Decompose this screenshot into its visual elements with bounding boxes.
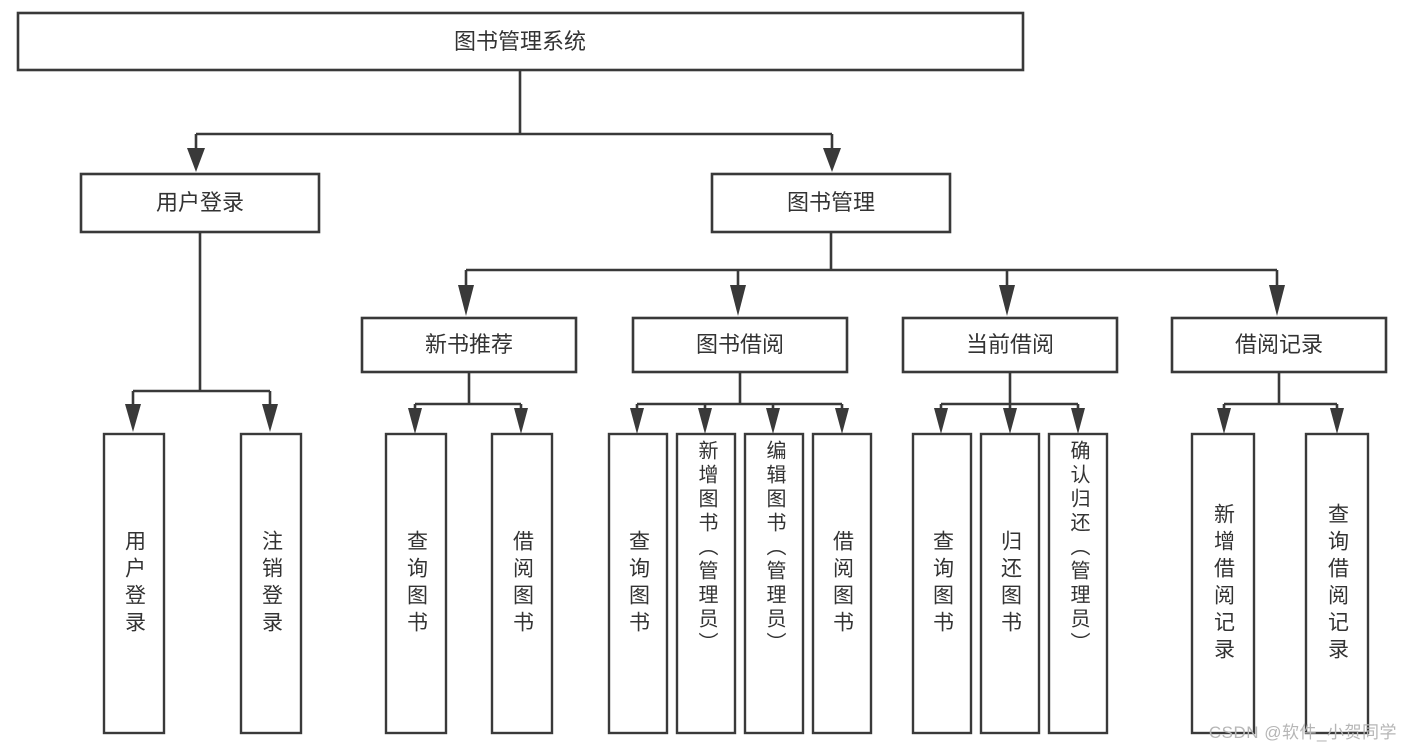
arrow-head-icon [458,285,474,316]
arrow-head-icon [514,408,528,434]
node-user-login[interactable]: 用户登录 [79,172,321,234]
node-borrow-record-label: 借阅记录 [1235,332,1323,357]
arrow-head-icon [1330,408,1344,434]
edge-book-management-to-level3 [458,232,1285,316]
node-book-management-label: 图书管理 [787,190,875,215]
edge-borrow-record-to-leaves [1217,372,1344,434]
node-current-borrow-box[interactable] [901,316,1119,374]
node-root-label: 图书管理系统 [454,29,586,54]
node-new-book-recommend-label: 新书推荐 [425,332,513,357]
arrow-head-icon [1217,408,1231,434]
leaf-box-borrow-book-2[interactable] [811,432,873,735]
arrow-head-icon [1003,408,1017,434]
leaf-box-confirm-return[interactable] [1047,432,1109,735]
edge-book-borrow-to-leaves [630,372,849,434]
node-borrow-record[interactable]: 借阅记录 [1170,316,1388,374]
leaf-box-return-book[interactable] [979,432,1041,735]
arrow-head-icon [766,408,780,434]
leaf-box-user-logout[interactable] [239,432,303,735]
edge-root-to-level2 [187,70,841,172]
arrow-head-icon [823,148,841,172]
node-new-book-recommend-box[interactable] [360,316,578,374]
leaf-box-add-record[interactable] [1190,432,1256,735]
leaf-box-user-login[interactable] [102,432,166,735]
edge-new-book-recommend-to-leaves [408,372,528,434]
arrow-head-icon [125,404,141,432]
node-user-login-label: 用户登录 [156,190,244,215]
node-root-box[interactable] [16,11,1025,72]
edge-current-borrow-to-leaves [934,372,1085,434]
leaf-box-edit-book[interactable] [743,432,805,735]
watermark-text: CSDN @软件_小贺同学 [1208,723,1397,742]
leaf-box-query-book-3[interactable] [911,432,973,735]
leaf-box-borrow-book-1[interactable] [490,432,554,735]
arrow-head-icon [408,408,422,434]
arrow-head-icon [999,285,1015,316]
leaf-box-query-book-2[interactable] [607,432,669,735]
node-current-borrow[interactable]: 当前借阅 [901,316,1119,374]
node-book-borrow[interactable]: 图书借阅 [631,316,849,374]
arrow-head-icon [698,408,712,434]
node-root[interactable]: 图书管理系统 [16,11,1025,72]
arrow-head-icon [262,404,278,432]
leaf-box-add-book[interactable] [675,432,737,735]
arrow-head-icon [630,408,644,434]
node-new-book-recommend[interactable]: 新书推荐 [360,316,578,374]
edge-user-login-to-leaves [125,232,278,432]
arrow-head-icon [187,148,205,172]
leaf-box-query-book-1[interactable] [384,432,448,735]
arrow-head-icon [1269,285,1285,316]
node-current-borrow-label: 当前借阅 [966,332,1054,357]
arrow-head-icon [1071,408,1085,434]
node-book-management[interactable]: 图书管理 [710,172,952,234]
leaf-box-query-record[interactable] [1304,432,1370,735]
node-book-borrow-label: 图书借阅 [696,332,784,357]
arrow-head-icon [835,408,849,434]
arrow-head-icon [730,285,746,316]
node-user-login-box[interactable] [79,172,321,234]
arrow-head-icon [934,408,948,434]
